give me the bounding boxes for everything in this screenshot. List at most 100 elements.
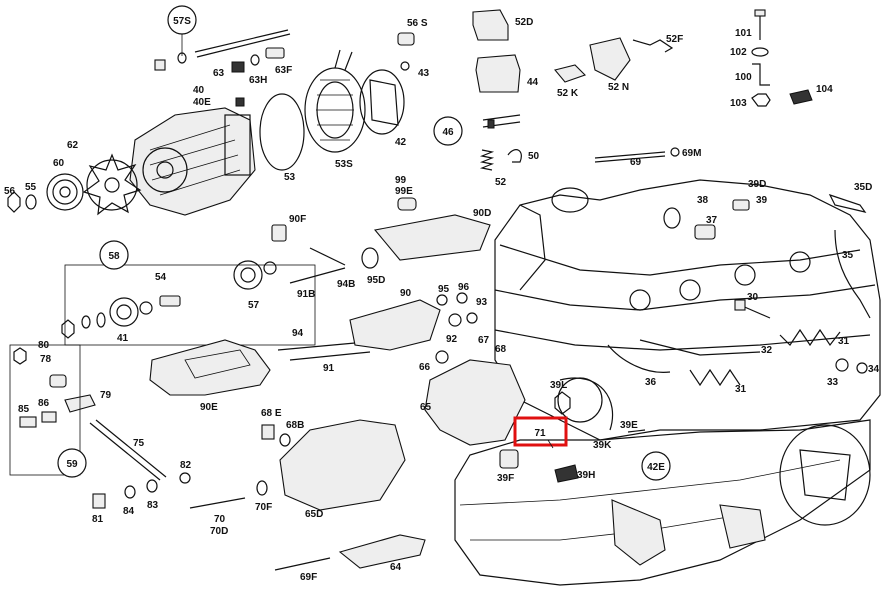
alternator (129, 107, 256, 216)
part-85 (19, 416, 37, 428)
label-39h: 39H (577, 470, 595, 481)
label-75: 75 (133, 438, 145, 449)
group-frame-58 (64, 264, 316, 346)
label-33: 33 (827, 377, 839, 388)
label-99e: 99E (395, 186, 413, 197)
part-34 (856, 362, 868, 374)
brushes-46 (482, 114, 521, 129)
label-60: 60 (53, 158, 65, 169)
washer-55 (25, 194, 37, 210)
part-43 (400, 61, 410, 71)
label-40e: 40E (193, 97, 211, 108)
part-64 (338, 534, 426, 569)
label-62: 62 (67, 140, 79, 151)
label-92: 92 (446, 334, 458, 345)
highlight-label: 71 (534, 428, 546, 439)
label-68e: 68 E (261, 408, 282, 419)
callout-text: 58 (108, 251, 120, 262)
part-33 (835, 358, 849, 372)
part-63 (231, 61, 245, 107)
label-31a: 31 (838, 336, 850, 347)
label-68: 68 (495, 344, 507, 355)
label-64: 64 (390, 562, 402, 573)
callout-57s: 57S (167, 5, 197, 56)
label-70f: 70F (255, 502, 272, 513)
label-39l: 39L (550, 380, 567, 391)
label-53: 53 (284, 172, 296, 183)
part-82 (179, 472, 191, 484)
label-101: 101 (735, 28, 752, 39)
label-63: 63 (213, 68, 225, 79)
callout-46: 46 (433, 116, 463, 146)
label-34: 34 (868, 364, 880, 375)
part-68e (261, 424, 275, 440)
sensor-39 (732, 199, 750, 211)
fan-62 (82, 153, 142, 216)
part-38 (663, 207, 681, 229)
washer-95d (361, 247, 379, 269)
part-93 (466, 312, 478, 324)
label-94: 94 (292, 328, 304, 339)
part-50 (507, 149, 522, 163)
part-56s (397, 32, 415, 46)
label-90f: 90F (289, 214, 306, 225)
bearing-57 (233, 260, 277, 290)
part-70f (256, 480, 268, 496)
group-frame-59 (9, 344, 81, 476)
part-66 (435, 350, 449, 364)
callout-text: 46 (442, 127, 454, 138)
part-81 (92, 493, 106, 509)
label-55: 55 (25, 182, 37, 193)
part-86 (41, 411, 57, 423)
regulator-right (719, 504, 766, 549)
label-90d: 90D (473, 208, 491, 219)
ground-strap-69 (594, 147, 680, 163)
label-68b: 68B (286, 420, 304, 431)
part-96 (456, 292, 468, 304)
label-102: 102 (730, 47, 747, 58)
label-63f: 63F (275, 65, 292, 76)
callout-58: 58 (99, 240, 129, 270)
highlight-71[interactable]: 71 (513, 416, 568, 449)
part-63f (250, 47, 285, 66)
label-65d: 65D (305, 509, 323, 520)
label-52n: 52 N (608, 82, 629, 93)
label-65: 65 (420, 402, 432, 413)
rotor-right (779, 424, 871, 526)
regulator-52d (472, 9, 509, 41)
label-93: 93 (476, 297, 488, 308)
bolt-69f (274, 557, 331, 571)
label-91b: 91B (297, 289, 315, 300)
highlight-box[interactable] (513, 416, 568, 447)
part-52k (554, 64, 587, 83)
label-91: 91 (323, 363, 335, 374)
part-90f (271, 224, 287, 242)
pulley-60 (46, 173, 84, 211)
label-70d: 70D (210, 526, 228, 537)
part-39e (627, 429, 646, 433)
clip-35d (828, 193, 867, 213)
bolt-94b (309, 247, 346, 266)
stator-53s (304, 49, 366, 153)
bolt-70 (189, 497, 246, 509)
glow-plug-30 (734, 299, 771, 319)
shield-42e (611, 499, 666, 566)
label-99: 99 (395, 175, 407, 186)
label-83: 83 (147, 500, 159, 511)
label-84: 84 (123, 506, 135, 517)
label-31b: 31 (735, 384, 747, 395)
label-54: 54 (155, 272, 167, 283)
bolt-91 (289, 351, 371, 361)
label-63h: 63H (249, 75, 267, 86)
label-53s: 53S (335, 159, 353, 170)
label-86: 86 (38, 398, 50, 409)
label-52d: 52D (515, 17, 533, 28)
part-39l (554, 391, 571, 415)
label-104: 104 (816, 84, 833, 95)
bracket-90d (373, 214, 491, 261)
label-69f: 69F (300, 572, 317, 583)
part-103 (751, 93, 771, 107)
label-52k: 52 K (557, 88, 579, 99)
part-68b (279, 433, 291, 447)
